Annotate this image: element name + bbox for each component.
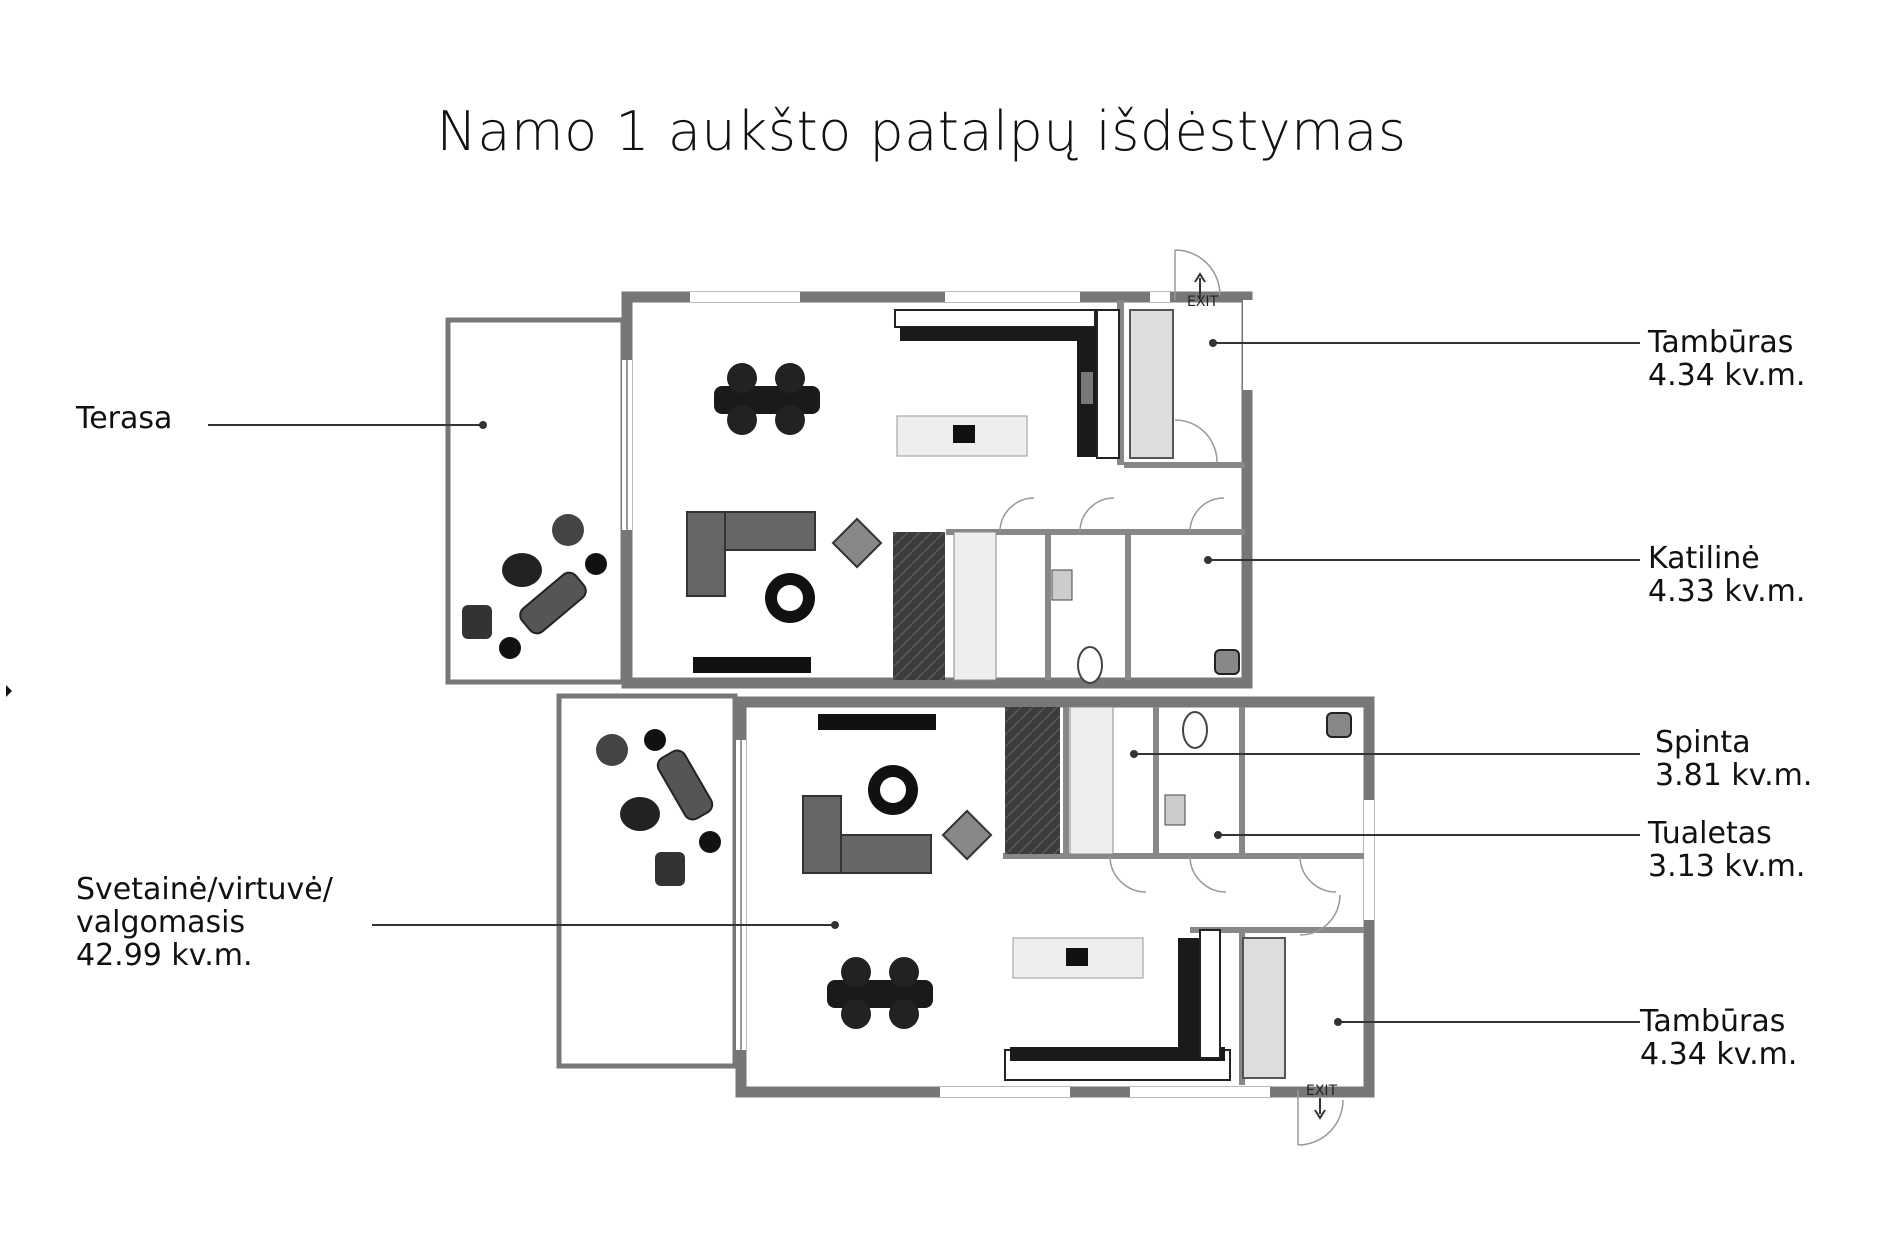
room-label-spinta: Spinta 3.81 kv.m. xyxy=(1655,726,1812,792)
room-name-line-2: valgomasis xyxy=(76,905,246,940)
room-area: 4.34 kv.m. xyxy=(1648,358,1806,393)
exit-label-bottom: EXIT xyxy=(1306,1083,1338,1099)
bottom-staircase xyxy=(1005,707,1060,854)
exit-label-top: EXIT xyxy=(1187,294,1219,310)
room-name: Tualetas xyxy=(1648,816,1772,851)
terasa-area-bottom xyxy=(556,693,738,1069)
room-name: Spinta xyxy=(1655,725,1751,760)
room-area: 4.34 kv.m. xyxy=(1640,1037,1798,1072)
room-area: 3.13 kv.m. xyxy=(1648,849,1806,884)
room-name: Tambūras xyxy=(1648,325,1794,360)
room-area: 4.33 kv.m. xyxy=(1648,574,1806,609)
arrow-marker-icon xyxy=(6,685,12,697)
room-name-line-1: Svetainė/virtuvė/ xyxy=(76,872,333,907)
top-staircase xyxy=(893,532,945,680)
room-label-tualetas: Tualetas 3.13 kv.m. xyxy=(1648,817,1805,883)
room-name: Terasa xyxy=(76,401,173,436)
room-label-tamburas-bottom: Tambūras 4.34 kv.m. xyxy=(1640,1005,1797,1071)
bottom-unit: EXIT xyxy=(556,693,1375,1146)
room-area: 42.99 kv.m. xyxy=(76,938,253,973)
room-name: Katilinė xyxy=(1648,541,1760,576)
page-title: Namo 1 aukšto patalpų išdėstymas xyxy=(436,100,1407,163)
room-label-katiline: Katilinė 4.33 kv.m. xyxy=(1648,542,1805,608)
top-unit: EXIT xyxy=(445,249,1253,689)
room-label-tamburas-top: Tambūras 4.34 kv.m. xyxy=(1648,326,1805,392)
room-area: 3.81 kv.m. xyxy=(1655,758,1813,793)
room-name: Tambūras xyxy=(1640,1004,1786,1039)
room-label-terasa: Terasa xyxy=(76,402,172,435)
leader-lines xyxy=(208,339,1640,1026)
room-label-svetaine: Svetainė/virtuvė/ valgomasis 42.99 kv.m. xyxy=(76,873,333,972)
